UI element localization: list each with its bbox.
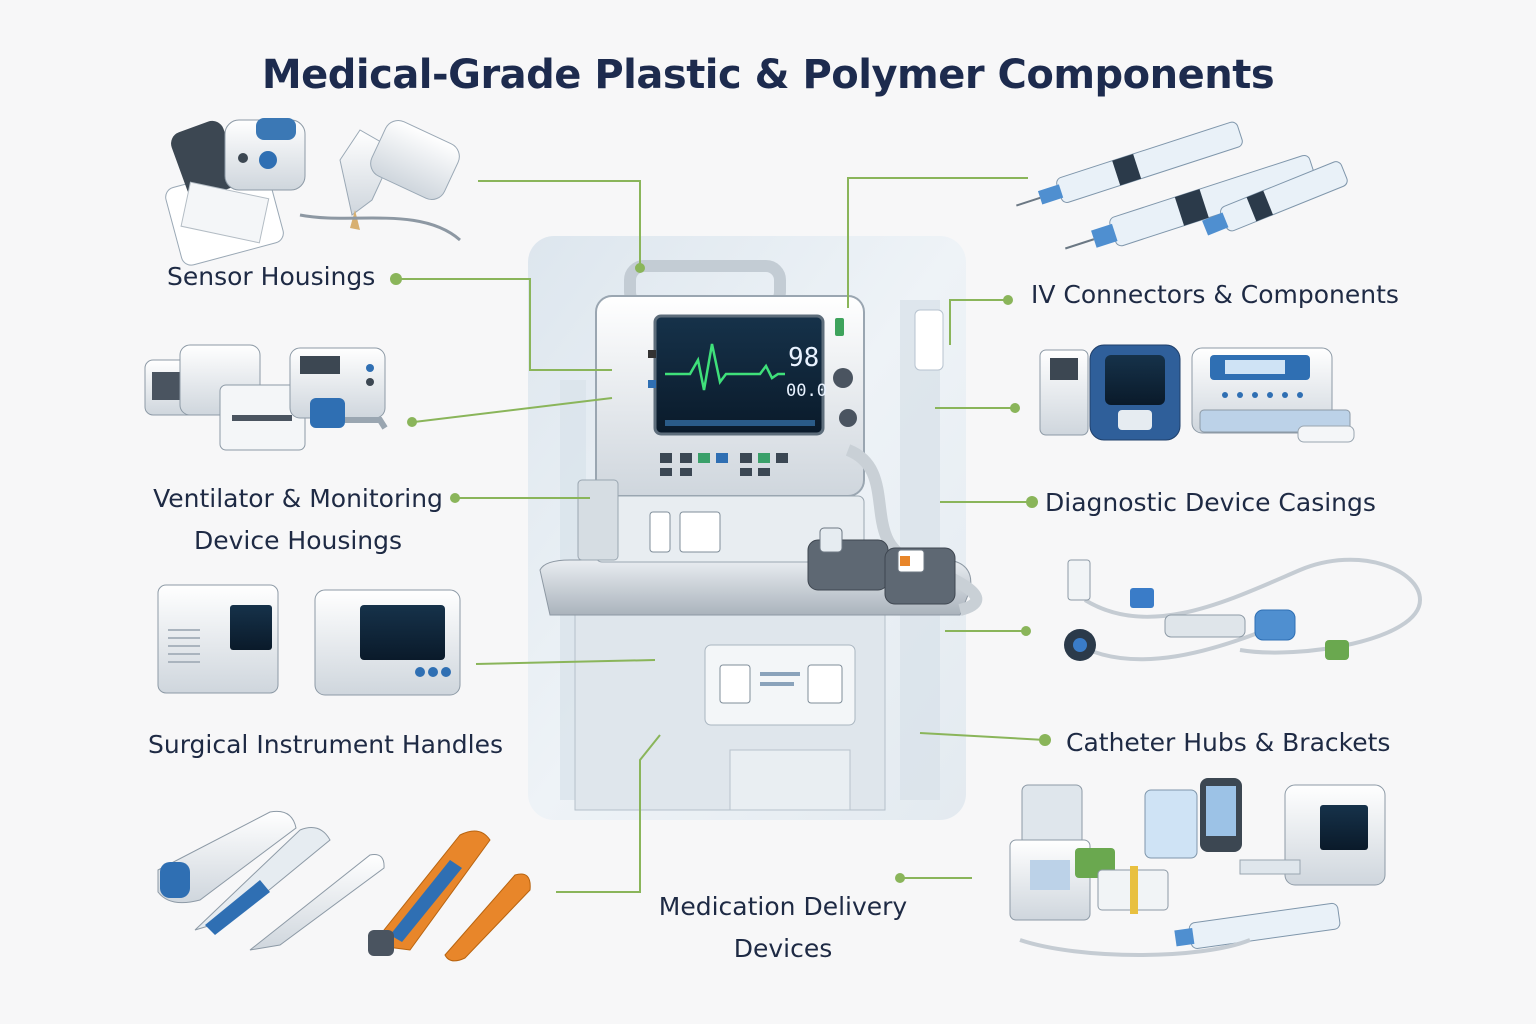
instrument-handles-illustration bbox=[157, 810, 531, 962]
connector-sensor-top bbox=[478, 180, 641, 268]
clamp-blue bbox=[1130, 588, 1154, 608]
monitor-knob-icon bbox=[839, 409, 857, 427]
paddle-accent bbox=[900, 556, 910, 566]
green-connector bbox=[1325, 640, 1349, 660]
sensor-devices-illustration bbox=[165, 118, 461, 266]
monitor-reading-secondary: 00.0 bbox=[786, 381, 827, 401]
ventilator-devices-illustration bbox=[144, 344, 388, 451]
label-ventilator-line2: Device Housings bbox=[193, 526, 403, 555]
page-title: Medical-Grade Plastic & Polymer Componen… bbox=[261, 52, 1275, 98]
central-monitor-illustration: 98 00.0 bbox=[528, 236, 983, 820]
monitor-knob-icon bbox=[833, 368, 853, 388]
medication-devices-illustration bbox=[1009, 778, 1386, 957]
ecg-waveform bbox=[665, 343, 785, 391]
monitor-reading-primary: 98 bbox=[788, 343, 819, 373]
surgical-units-illustration bbox=[157, 584, 461, 696]
connector-catheter bbox=[919, 732, 1046, 741]
sensor-lens-icon bbox=[259, 151, 277, 169]
label-medication-line1: Medication Delivery bbox=[658, 892, 908, 921]
diagnostic-devices-illustration bbox=[1039, 344, 1355, 443]
syringes-illustration bbox=[1016, 121, 1348, 250]
catheter-tubing-illustration bbox=[1064, 557, 1423, 662]
label-catheter-hubs: Catheter Hubs & Brackets bbox=[1066, 728, 1391, 757]
label-medication-line2: Devices bbox=[733, 934, 833, 963]
monitor-button-row bbox=[660, 453, 788, 476]
ventilator-accent bbox=[310, 398, 345, 428]
connector-ventilator-top bbox=[413, 397, 613, 423]
connector-iv bbox=[949, 299, 1008, 345]
connector-iv-top bbox=[847, 177, 1028, 308]
connector-dots bbox=[390, 263, 1051, 883]
label-ventilator-housings: Ventilator & Monitoring Device Housings bbox=[148, 478, 448, 562]
label-medication-delivery: Medication Delivery Devices bbox=[633, 886, 933, 970]
label-ventilator-line1: Ventilator & Monitoring bbox=[153, 484, 443, 513]
label-iv-connectors: IV Connectors & Components bbox=[1031, 280, 1399, 309]
label-surgical-handles: Surgical Instrument Handles bbox=[148, 730, 504, 759]
connector-medication-top bbox=[556, 734, 661, 893]
connector-sensor bbox=[398, 278, 612, 371]
label-sensor-housings: Sensor Housings bbox=[167, 262, 376, 291]
label-diagnostic-casings: Diagnostic Device Casings bbox=[1045, 488, 1376, 517]
connector-lines bbox=[398, 177, 1046, 893]
connector-surgical bbox=[475, 659, 656, 665]
